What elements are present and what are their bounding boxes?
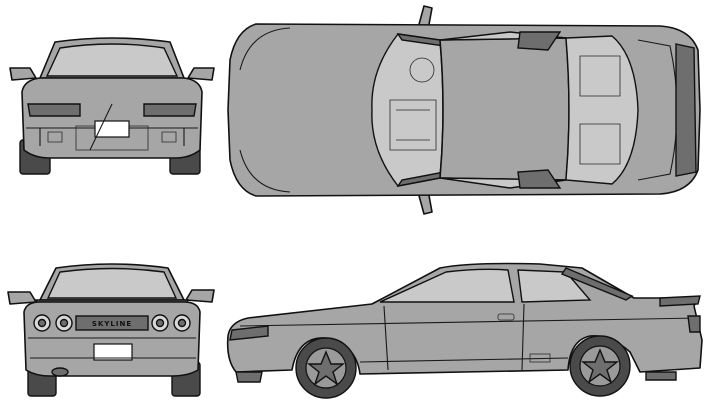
side-view: [226, 262, 703, 399]
top-view: [227, 5, 701, 215]
steering-wheel: [409, 57, 435, 83]
top-spoiler: [675, 43, 697, 177]
side-beltline: [239, 317, 701, 327]
top-rear-window: [565, 35, 639, 185]
side-window-rear: [517, 269, 592, 303]
rear-seats: [579, 55, 621, 165]
front-body: [21, 77, 203, 159]
side-headlight: [229, 325, 269, 341]
rear-license-plate: [93, 343, 133, 361]
exhaust-tip: [51, 367, 69, 377]
side-window-front: [379, 268, 515, 303]
front-windshield: [45, 43, 179, 77]
rear-view: SKYLINE: [7, 263, 215, 397]
front-left-mirror: [9, 67, 37, 81]
side-exhaust: [645, 371, 677, 381]
front-right-headlight: [143, 103, 197, 117]
front-license-plate: [94, 120, 130, 138]
rear-garnish: [75, 315, 149, 331]
front-right-mirror: [187, 67, 215, 81]
rear-skyline-badge: SKYLINE: [92, 320, 132, 328]
rear-body: [23, 301, 201, 377]
side-spoiler: [659, 295, 701, 307]
top-roof: [439, 37, 570, 181]
rear-left-mirror: [7, 291, 37, 305]
rear-right-mirror: [185, 289, 215, 303]
rear-window: [46, 267, 178, 299]
door-handle: [497, 313, 515, 321]
front-view: [9, 37, 215, 175]
front-fog-lights: [47, 131, 177, 143]
side-taillight: [687, 315, 701, 333]
side-rear-pillar: [560, 267, 634, 301]
side-front-lip: [235, 371, 263, 383]
front-left-headlight: [27, 103, 81, 117]
